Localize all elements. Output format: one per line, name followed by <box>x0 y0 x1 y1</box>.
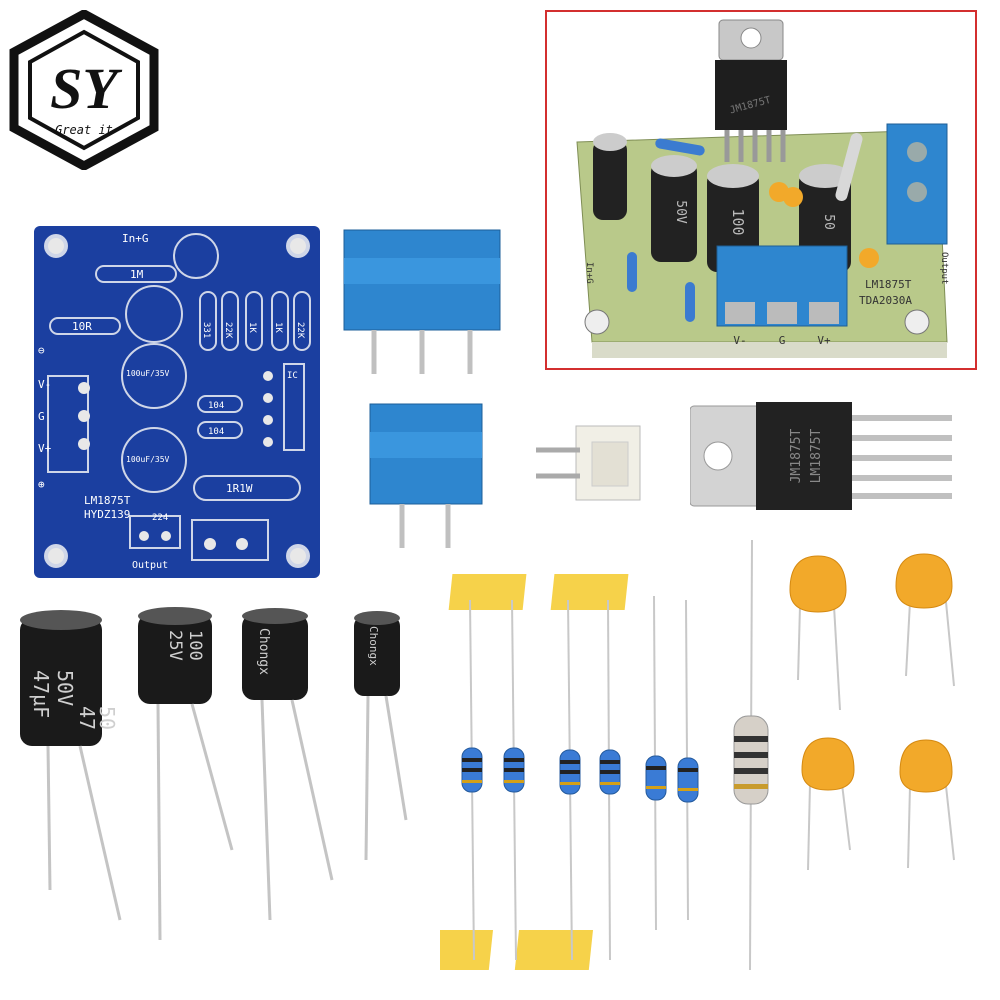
pcb-label-plus: ⊕ <box>38 478 45 491</box>
bare-pcb: In+G 1M 10R 331 22K 1K 1K 22K 100uF/35V … <box>34 226 320 578</box>
pcb-label-cap1: 100uF/35V <box>126 369 170 378</box>
pcb-label-model-a: LM1875T <box>84 494 131 507</box>
cap2-label-a: 25V <box>165 630 185 661</box>
silk-model-a: LM1875T <box>865 278 912 291</box>
pcb-label-minus: ⊖ <box>38 344 45 357</box>
pcb-label-10r: 10R <box>72 320 92 333</box>
pcb-label-1r1w: 1R1W <box>226 482 253 495</box>
pcb-label-g: G <box>38 410 45 423</box>
ic-marking-a: JM1875T <box>789 428 804 483</box>
silk-model-b: TDA2030A <box>859 294 912 307</box>
pcb-label-cap2: 100uF/35V <box>126 455 170 464</box>
silk-input: In+G <box>584 262 594 284</box>
cap1-label-d: 50 <box>95 706 119 730</box>
cap-marking-100: 100 <box>729 208 747 235</box>
pcb-label-model-b: HYDZ139 <box>84 508 130 521</box>
pcb-label-104-b: 104 <box>208 427 224 437</box>
hexagon-logo-icon: SY Great it <box>9 8 159 172</box>
terminal-block-3pin <box>342 228 502 378</box>
pcb-label-22k-b: 22K <box>295 322 305 339</box>
pcb-label-output: Output <box>132 560 168 571</box>
cap4-label: Chongx <box>367 626 380 666</box>
pcb-label-22k-a: 22K <box>223 322 233 339</box>
pcb-label-331: 331 <box>201 322 211 338</box>
pcb-label-input: In+G <box>122 232 149 245</box>
loose-lm1875-ic: JM1875T LM1875T <box>689 396 960 514</box>
cap3-label: Chongx <box>256 628 271 675</box>
assembled-board-photo: JM1875T 100 50V 50 <box>545 10 977 370</box>
pcb-label-1k-b: 1K <box>273 322 283 333</box>
pcb-label-224: 224 <box>152 513 168 523</box>
silk-vminus: V- <box>733 334 746 347</box>
pcb-label-1m: 1M <box>130 268 144 281</box>
silk-output: Output <box>939 252 949 285</box>
logo-letters: SY <box>50 56 122 121</box>
terminal-block-2pin <box>368 402 484 552</box>
electrolytic-capacitors: 47µF 50V 47 50 25V 100 Chongx Chongx <box>20 600 420 941</box>
cap1-label-c: 47 <box>75 706 99 730</box>
cap1-label-a: 47µF <box>29 670 53 718</box>
cap1-label-b: 50V <box>53 670 77 706</box>
pcb-label-1k-a: 1K <box>247 322 257 333</box>
pcb-label-104-a: 104 <box>208 401 224 411</box>
logo-tagline: Great it <box>55 123 113 137</box>
ceramic-capacitors <box>780 550 980 880</box>
pcb-label-ic: IC <box>287 371 298 381</box>
resistors <box>414 539 790 990</box>
jst-connector <box>536 424 646 504</box>
ic-marking-b: LM1875T <box>809 428 824 483</box>
pcb-label-vplus: V+ <box>38 442 52 455</box>
pcb-label-vminus: V- <box>38 378 51 391</box>
cap-marking-50v: 50V <box>673 200 688 224</box>
silk-g: G <box>779 334 786 347</box>
brand-logo: SY Great it <box>4 8 164 172</box>
silk-vplus: V+ <box>817 334 831 347</box>
ic-body <box>715 60 787 130</box>
cap2-label-b: 100 <box>185 630 205 661</box>
cap-marking-50: 50 <box>821 214 836 230</box>
